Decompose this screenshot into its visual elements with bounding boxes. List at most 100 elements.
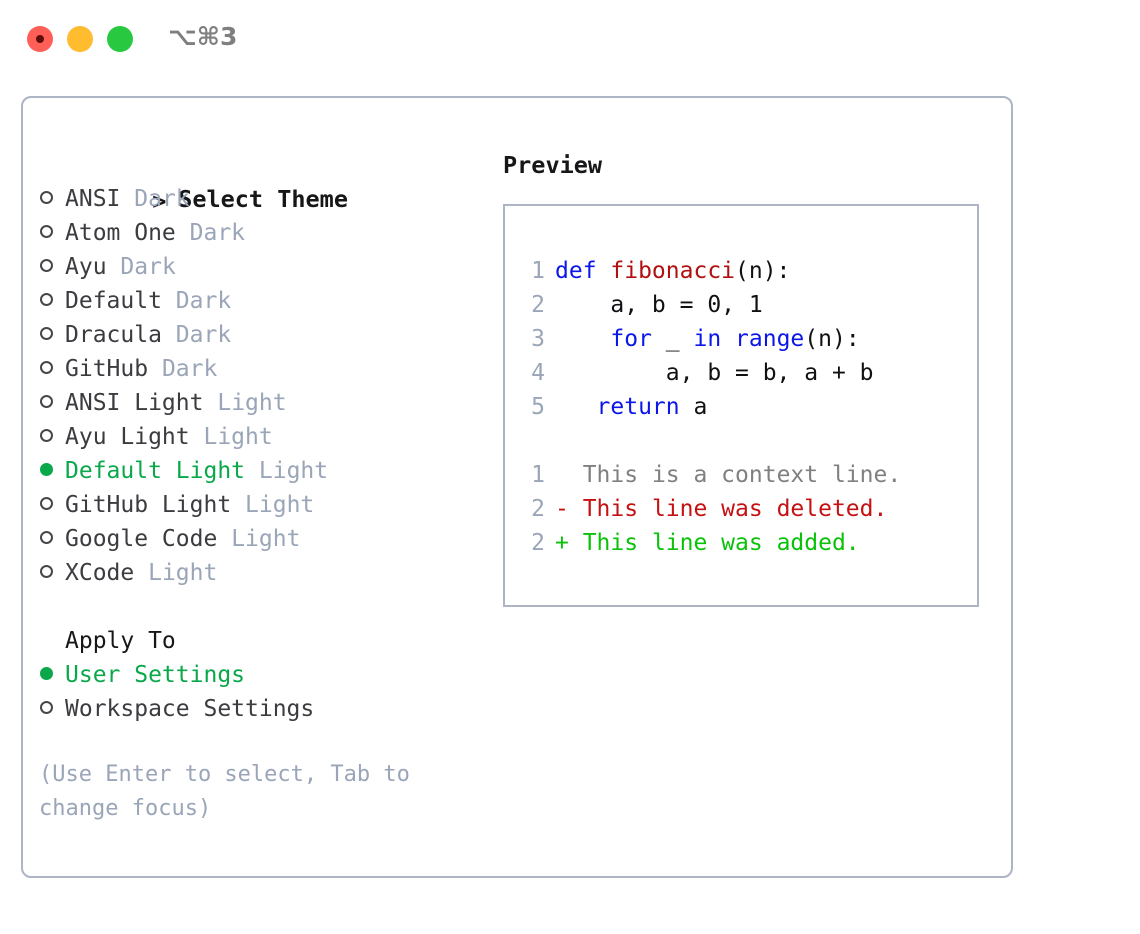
diff-marker: +	[555, 530, 569, 556]
theme-list-item[interactable]: ANSI Dark	[39, 182, 479, 216]
radio-unselected-icon[interactable]	[40, 497, 53, 510]
theme-variant-tag: Dark	[189, 220, 246, 246]
code-line: 5 return a	[519, 390, 901, 424]
radio-unselected-icon[interactable]	[40, 531, 53, 544]
code-blank-line	[519, 424, 901, 458]
code-token: range	[735, 326, 805, 352]
code-token: fibonacci	[610, 258, 736, 284]
diff-marker	[555, 462, 569, 488]
code-line: 2 a, b = 0, 1	[519, 288, 901, 322]
theme-list-item[interactable]: Default Light Light	[39, 454, 479, 488]
code-token: a, b = b, a + b	[555, 360, 874, 386]
theme-list-item[interactable]: GitHub Light Light	[39, 488, 479, 522]
prompt-caret-icon: >	[152, 186, 167, 215]
theme-list-item[interactable]: Ayu Dark	[39, 250, 479, 284]
apply-to-option[interactable]: Workspace Settings	[39, 692, 479, 726]
line-number: 4	[531, 360, 545, 386]
theme-variant-tag: Dark	[134, 186, 190, 212]
theme-name-label: Google Code	[65, 526, 218, 552]
theme-name-label: Dracula	[65, 322, 162, 348]
radio-unselected-icon[interactable]	[40, 293, 53, 306]
code-token: in	[693, 326, 722, 352]
theme-name-label: Default	[65, 288, 162, 314]
select-theme-header: >Select Theme	[39, 148, 479, 215]
line-number: 2	[531, 292, 545, 318]
radio-unselected-icon[interactable]	[40, 225, 53, 238]
line-number: 2	[531, 530, 545, 556]
theme-name-label: Atom One	[65, 220, 176, 246]
code-line: 4 a, b = b, a + b	[519, 356, 901, 390]
diff-marker: -	[555, 496, 569, 522]
code-token	[721, 326, 735, 352]
theme-variant-tag: Light	[231, 526, 301, 552]
radio-unselected-icon[interactable]	[40, 701, 53, 714]
line-number: 1	[531, 462, 545, 488]
radio-selected-icon[interactable]	[40, 667, 53, 680]
theme-variant-tag: Light	[217, 390, 287, 416]
code-token	[555, 326, 610, 352]
radio-unselected-icon[interactable]	[40, 429, 53, 442]
diff-text: This line was deleted.	[568, 496, 888, 522]
theme-name-label: Ayu	[65, 254, 107, 280]
close-button[interactable]	[27, 26, 53, 52]
list-spacer	[39, 590, 479, 624]
theme-list-item[interactable]: Atom One Dark	[39, 216, 479, 250]
line-number: 1	[531, 258, 545, 284]
radio-selected-icon[interactable]	[40, 463, 53, 476]
theme-name-label: ANSI Light	[65, 390, 204, 416]
code-token: def	[555, 258, 611, 284]
line-number: 2	[531, 496, 545, 522]
hint-text: (Use Enter to select, Tab to change focu…	[39, 762, 424, 821]
diff-text: This is a context line.	[568, 462, 902, 488]
theme-variant-tag: Light	[245, 492, 315, 518]
theme-name-label: ANSI	[65, 186, 121, 212]
radio-unselected-icon[interactable]	[40, 259, 53, 272]
theme-variant-tag: Dark	[120, 254, 176, 280]
code-token: (n):	[804, 326, 860, 352]
minimize-button[interactable]	[67, 26, 93, 52]
theme-list-item[interactable]: Default Dark	[39, 284, 479, 318]
theme-list-item[interactable]: ANSI Light Light	[39, 386, 479, 420]
theme-variant-tag: Dark	[175, 322, 232, 348]
radio-unselected-icon[interactable]	[40, 191, 53, 204]
radio-unselected-icon[interactable]	[40, 565, 53, 578]
diff-line: 1 This is a context line.	[519, 458, 901, 492]
window-controls	[27, 26, 133, 52]
radio-unselected-icon[interactable]	[40, 361, 53, 374]
title-bar: ⌥⌘3	[0, 0, 1140, 78]
apply-to-option-label: User Settings	[65, 662, 246, 688]
theme-list-item[interactable]: Google Code Light	[39, 522, 479, 556]
theme-variant-tag: Dark	[175, 288, 232, 314]
theme-name-label: Default Light	[65, 458, 246, 484]
code-token: return	[596, 394, 680, 420]
line-number: 5	[531, 394, 545, 420]
theme-list-item[interactable]: GitHub Dark	[39, 352, 479, 386]
diff-text: This line was added.	[568, 530, 860, 556]
code-token: for	[610, 326, 652, 352]
apply-to-option[interactable]: User Settings	[39, 658, 479, 692]
keyboard-shortcut-label: ⌥⌘3	[168, 22, 238, 51]
theme-name-label: Ayu Light	[65, 424, 190, 450]
radio-unselected-icon[interactable]	[40, 395, 53, 408]
diff-line: 2- This line was deleted.	[519, 492, 901, 526]
radio-unselected-icon[interactable]	[40, 327, 53, 340]
code-token: a, b = 0, 1	[555, 292, 763, 318]
theme-name-label: GitHub	[65, 356, 149, 382]
code-token: a	[679, 394, 708, 420]
theme-list-item[interactable]: Ayu Light Light	[39, 420, 479, 454]
maximize-button[interactable]	[107, 26, 133, 52]
theme-name-label: GitHub Light	[65, 492, 232, 518]
theme-list-item[interactable]: Dracula Dark	[39, 318, 479, 352]
theme-variant-tag: Light	[258, 458, 329, 484]
theme-list-item[interactable]: XCode Light	[39, 556, 479, 590]
code-line: 3 for _ in range(n):	[519, 322, 901, 356]
preview-title: Preview	[503, 151, 603, 179]
